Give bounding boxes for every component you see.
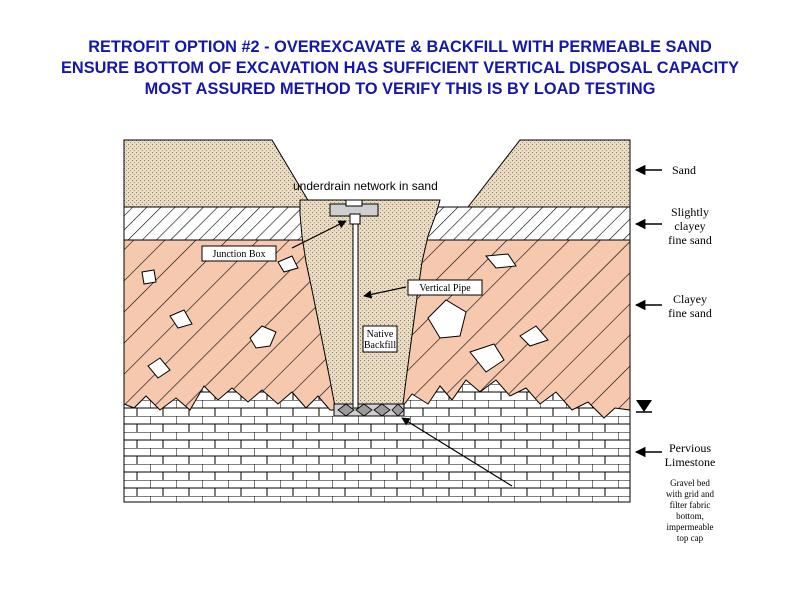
svg-text:Junction Box: Junction Box [212, 249, 265, 260]
slightly-clayey-label-3: fine sand [668, 233, 712, 247]
junction-box-label: Junction Box [201, 245, 277, 262]
clayey-label-2: fine sand [668, 306, 712, 320]
slightly-clayey-label-1: Slightly [671, 205, 709, 219]
title-line-1: RETROFIT OPTION #2 - OVEREXCAVATE & BACK… [88, 37, 712, 56]
svg-text:Vertical Pipe: Vertical Pipe [419, 283, 471, 294]
pervious-label-1: Pervious [669, 441, 711, 455]
gravel-label-4: bottom, [676, 511, 704, 521]
vertical-pipe [352, 223, 359, 409]
gravel-label-6: top cap [677, 533, 704, 543]
callout-arrows [291, 220, 513, 487]
slightly-clayey-label-2: clayey [674, 219, 705, 233]
underdrain-network [329, 199, 379, 217]
vertical-pipe-label: Vertical Pipe [407, 279, 483, 296]
gravel-bed [333, 403, 405, 417]
underdrain-label: underdrain network in sand [293, 179, 438, 193]
sand-label: Sand [672, 163, 696, 177]
gravel-label-5: impermeable [667, 522, 714, 532]
clayey-label-1: Clayey [673, 292, 707, 306]
diagram-title-block: RETROFIT OPTION #2 - OVEREXCAVATE & BACK… [0, 36, 800, 99]
pervious-label-2: Limestone [665, 455, 716, 469]
gravel-label-2: with grid and [666, 489, 714, 499]
title-line-2: ENSURE BOTTOM OF EXCAVATION HAS SUFFICIE… [61, 58, 739, 77]
gravel-label-1: Gravel bed [670, 478, 710, 488]
svg-text:Backfill: Backfill [364, 340, 396, 351]
water-table-marker [636, 400, 652, 413]
title-line-3: MOST ASSURED METHOD TO VERIFY THIS IS BY… [144, 79, 656, 98]
backfill-label: Native Backfill [362, 325, 398, 353]
limestone-chunks [141, 253, 549, 379]
junction-box [349, 213, 361, 225]
gravel-label-3: filter fabric [670, 500, 711, 510]
svg-text:Native: Native [367, 329, 394, 340]
sand-layer [123, 139, 313, 208]
layer-arrows [634, 164, 662, 458]
sand-layer-right [466, 139, 631, 208]
